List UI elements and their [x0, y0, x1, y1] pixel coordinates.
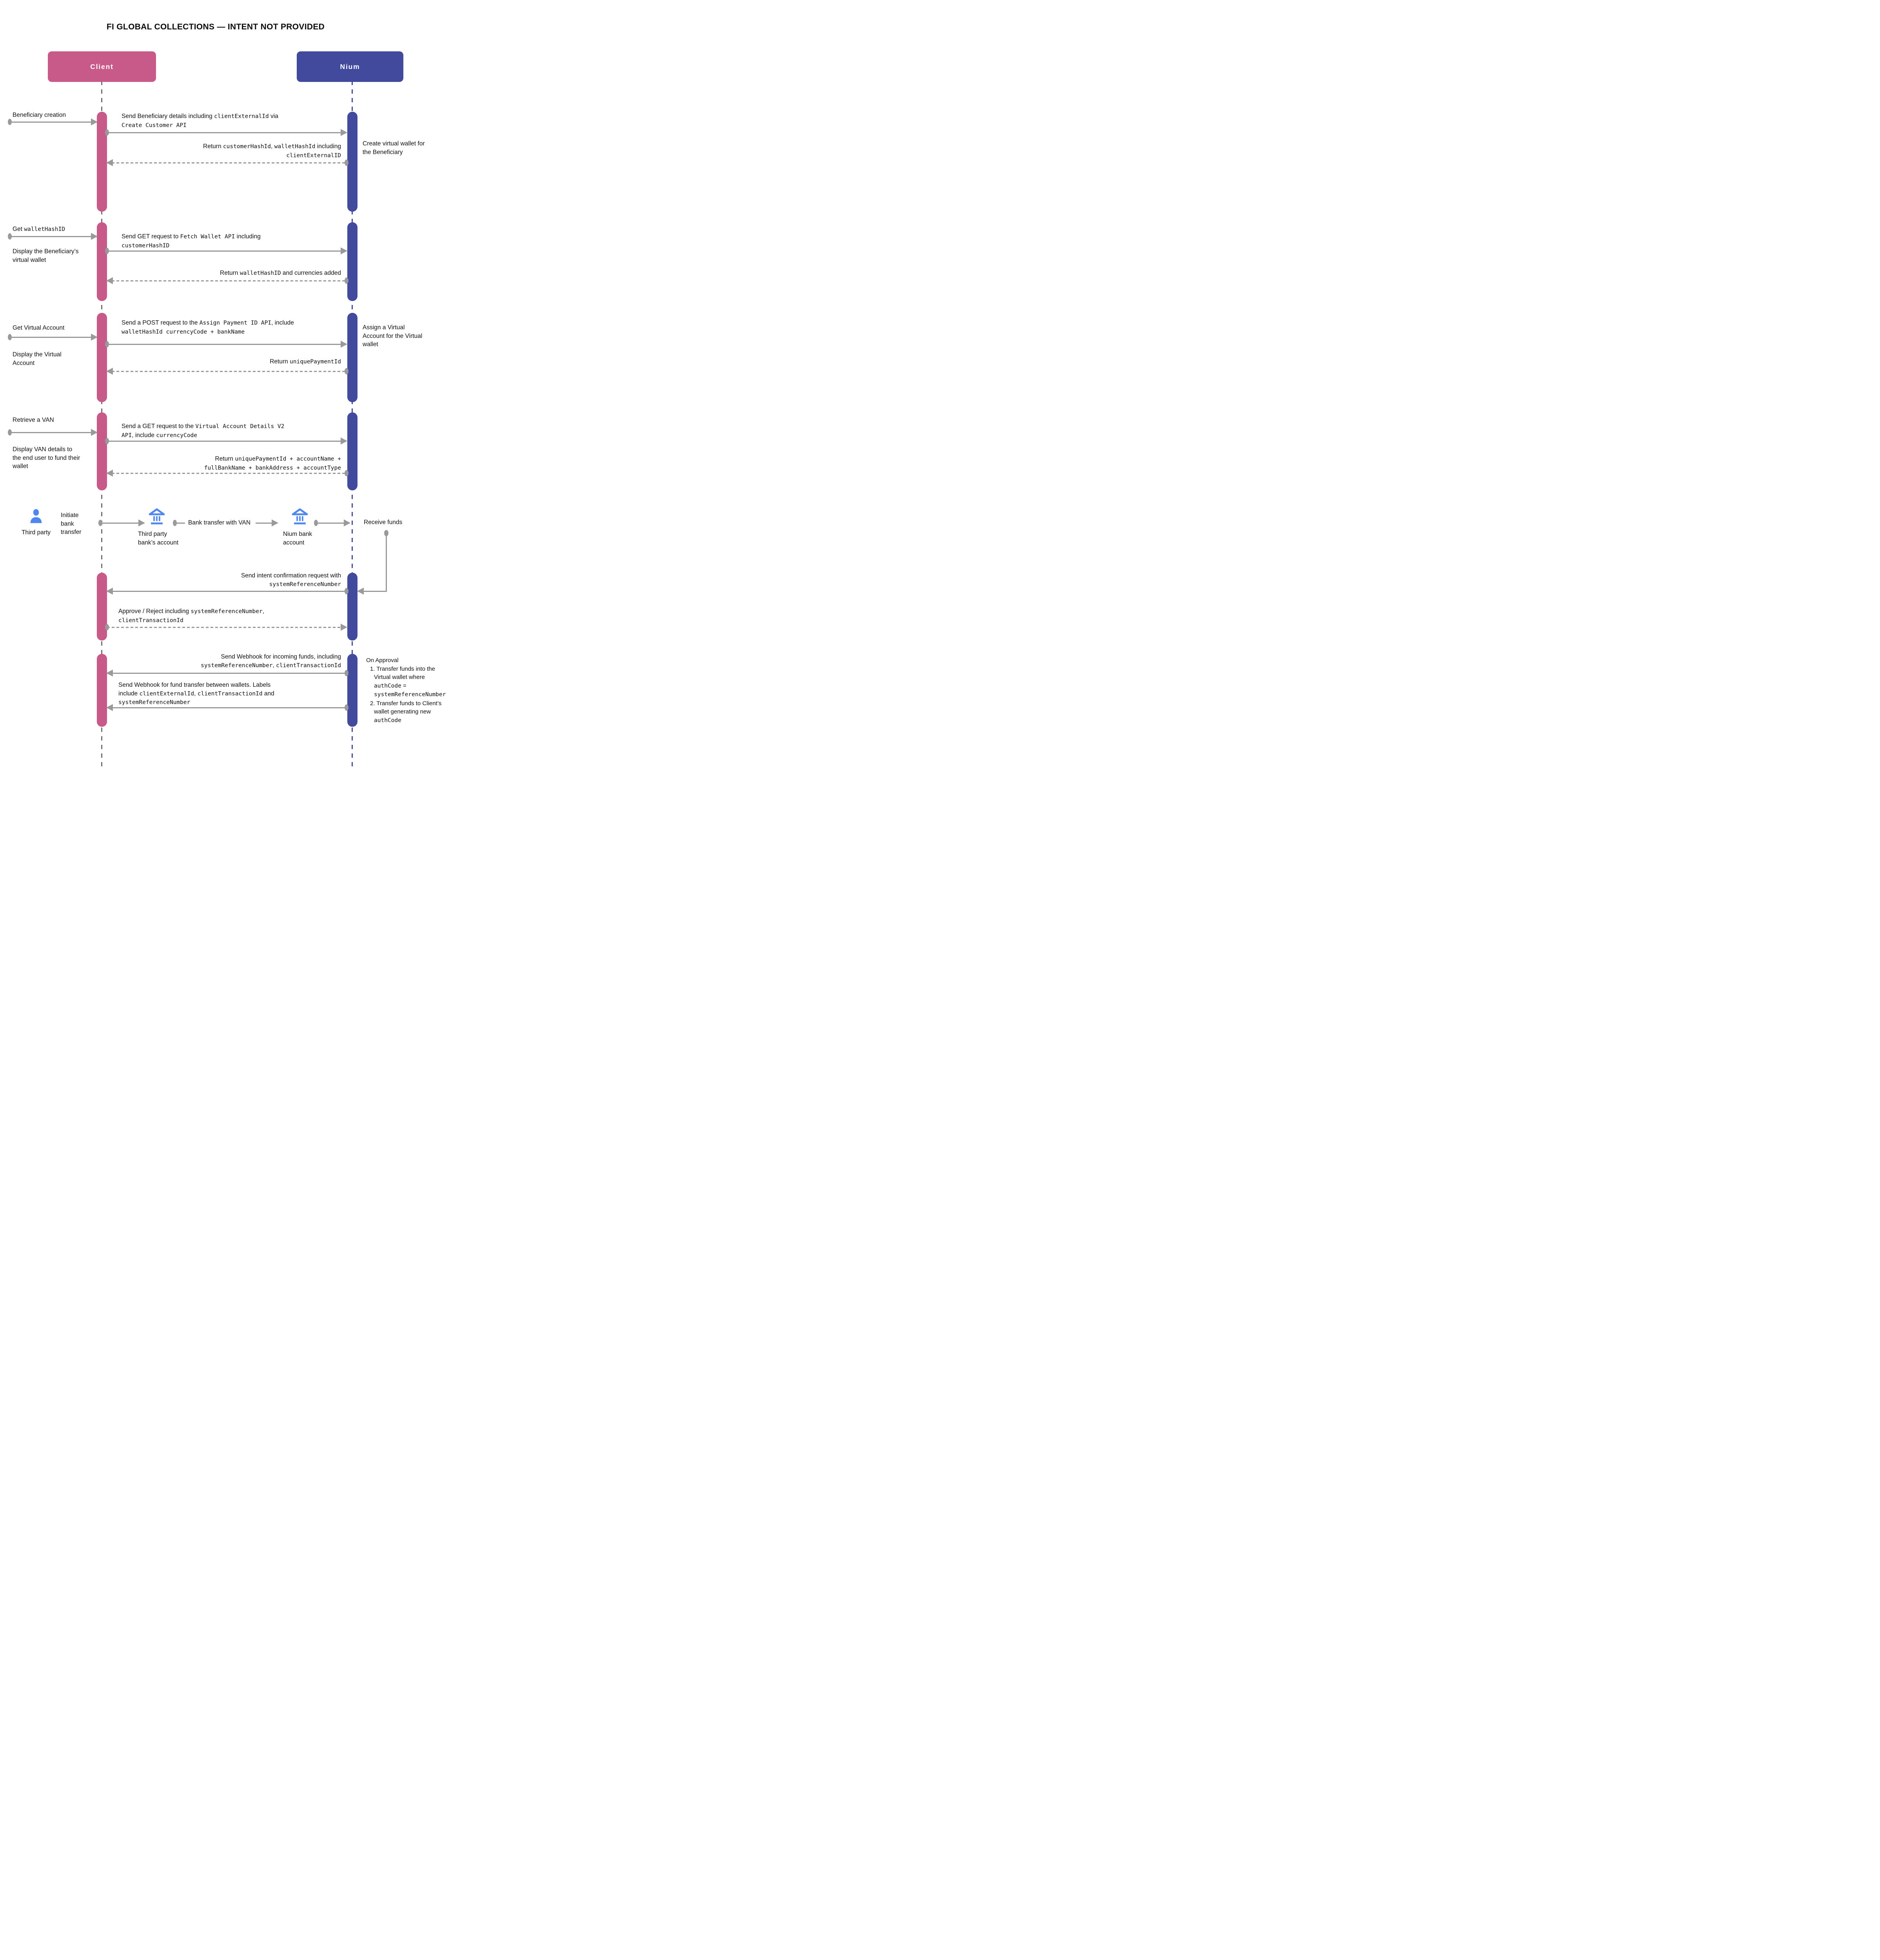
nium-activation-4	[347, 412, 357, 490]
arrow-webhook-incoming-funds	[106, 670, 348, 677]
message-return-customerhashid: Return customerHashId, walletHashId incl…	[203, 143, 341, 159]
arrow-client-to-thirdparty-bank	[98, 519, 145, 526]
page-title: FI GLOBAL COLLECTIONS — INTENT NOT PROVI…	[106, 22, 325, 31]
sequence-diagram: FI GLOBAL COLLECTIONS — INTENT NOT PROVI…	[0, 0, 470, 781]
client-activation-5	[97, 573, 107, 641]
nium-activation-1	[347, 112, 357, 212]
label-receive-funds: Receive funds	[364, 519, 403, 526]
client-activation-6	[97, 654, 107, 727]
third-party-bank-icon	[147, 507, 166, 526]
label-beneficiary-creation: Beneficiary creation	[13, 112, 66, 118]
label-get-wallethashid: Get walletHashID	[13, 226, 65, 232]
nium-activation-3	[347, 313, 357, 402]
arrow-bank-to-nium	[314, 519, 350, 526]
arrow-create-customer-api	[105, 129, 347, 136]
nium-activation-5	[347, 573, 357, 641]
client-activation-1	[97, 112, 107, 212]
message-send-get-van-details: Send a GET request to the Virtual Accoun…	[122, 423, 285, 439]
arrow-approve-reject	[105, 624, 347, 631]
third-party-person-icon	[27, 507, 45, 526]
label-get-virtual-account: Get Virtual Account	[13, 325, 65, 331]
client-activation-2	[97, 222, 107, 301]
actor-nium-label: Nium	[340, 62, 360, 71]
client-activation-4	[97, 412, 107, 490]
connector-receive-funds-dot	[384, 530, 388, 536]
nium-activation-2	[347, 222, 357, 301]
message-approve-reject: Approve / Reject including systemReferen…	[118, 608, 265, 624]
message-return-uniquepaymentid: Return uniquePaymentId	[270, 358, 341, 365]
message-send-beneficiary-details: Send Beneficiary details including clien…	[122, 113, 278, 129]
arrow-assign-payment-id	[105, 341, 347, 348]
arrow-get-wallethashid	[8, 233, 98, 240]
message-return-wallethashid: Return walletHashID and currencies added	[220, 270, 341, 276]
arrow-virtual-account-details	[105, 437, 347, 445]
arrow-return-uniquepaymentid	[106, 368, 348, 375]
arrow-bank-transfer-start	[173, 520, 185, 526]
nium-activation-6	[347, 654, 357, 727]
connector-receive-funds-horizontal	[357, 588, 387, 595]
label-third-party: Third party	[21, 529, 51, 536]
label-retrieve-van: Retrieve a VAN	[13, 417, 54, 423]
message-webhook-fund-transfer: Send Webhook for fund transfer between w…	[118, 682, 274, 706]
message-webhook-incoming-funds: Send Webhook for incoming funds, includi…	[201, 653, 341, 669]
client-activation-3	[97, 313, 107, 402]
arrow-intent-confirmation	[106, 588, 348, 595]
actor-client-label: Client	[90, 62, 114, 71]
nium-bank-icon	[290, 507, 309, 526]
arrow-return-van-details	[106, 470, 348, 477]
label-bank-transfer-with-van: Bank transfer with VAN	[188, 519, 251, 526]
message-send-post-assign-payment: Send a POST request to the Assign Paymen…	[122, 319, 294, 335]
arrow-bank-transfer-end	[256, 519, 278, 526]
arrow-return-wallethashid	[106, 277, 348, 284]
connector-receive-funds-vertical	[386, 535, 387, 591]
arrow-retrieve-van	[8, 429, 98, 436]
arrow-beneficiary-creation	[8, 118, 98, 125]
arrow-get-virtual-account	[8, 334, 98, 341]
arrow-webhook-fund-transfer	[106, 704, 348, 711]
actor-nium: Nium	[297, 51, 403, 82]
arrow-fetch-wallet-api	[105, 247, 347, 254]
arrow-return-customerhashid	[106, 159, 348, 166]
actor-client: Client	[48, 51, 156, 82]
message-send-get-fetch-wallet: Send GET request to Fetch Wallet API inc…	[122, 233, 261, 249]
message-return-van-details: Return uniquePaymentId + accountName +fu…	[204, 456, 341, 471]
